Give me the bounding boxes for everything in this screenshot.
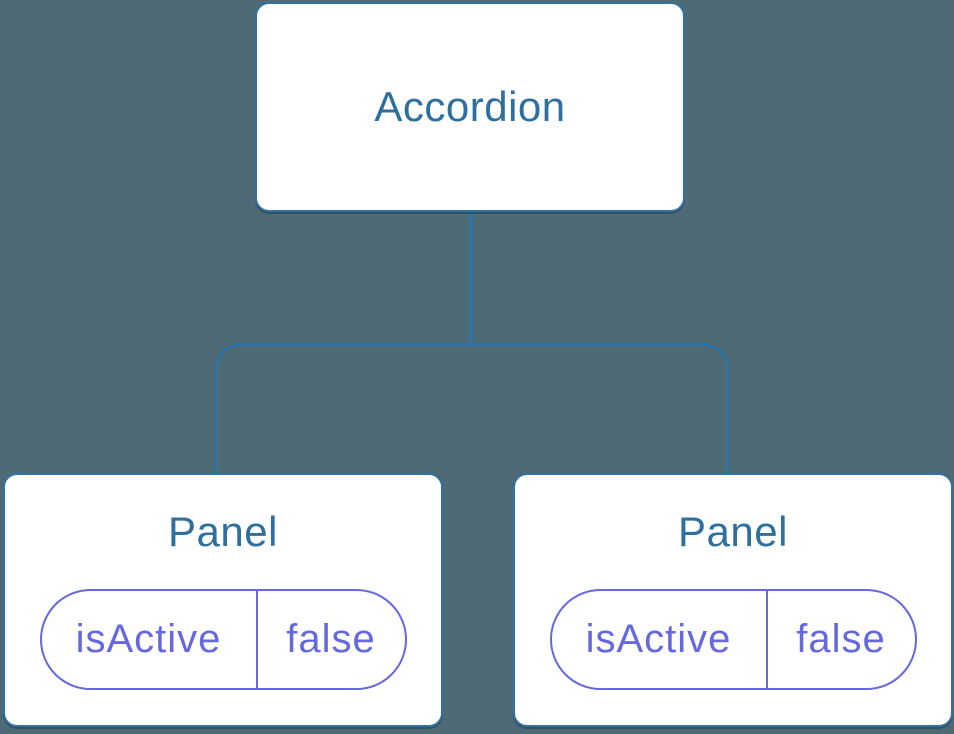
tree-connector-bracket [215, 343, 729, 473]
state-value: false [286, 617, 376, 661]
accordion-node: Accordion [255, 2, 685, 212]
accordion-node-label: Accordion [374, 83, 566, 130]
state-pill: isActive false [39, 589, 407, 690]
state-key: isActive [552, 591, 768, 688]
state-pill: isActive false [549, 589, 917, 690]
tree-connector-stem [469, 212, 473, 346]
panel-node-left: Panel isActive false [3, 473, 443, 727]
state-key: isActive [42, 591, 258, 688]
panel-node-right: Panel isActive false [513, 473, 953, 727]
panel-title-area: Panel [168, 475, 278, 589]
panel-title-area: Panel [678, 475, 788, 589]
panel-node-label: Panel [168, 508, 278, 555]
state-value: false [796, 617, 886, 661]
panel-node-label: Panel [678, 508, 788, 555]
